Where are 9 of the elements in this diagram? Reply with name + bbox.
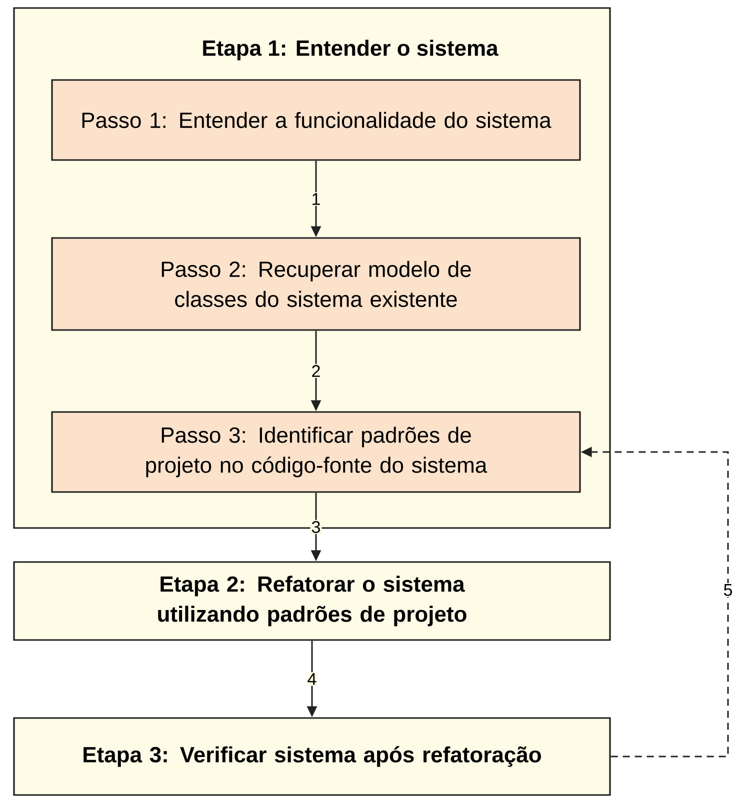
step-box: Passo 2: Recuperar modelo de classes do sistema existente: [51, 237, 581, 331]
stage-box: Etapa 2: Refatorar o sistema utilizando padrões de projeto: [13, 561, 611, 641]
edge-label: 5: [722, 583, 734, 597]
step-box: Passo 1: Entender a funcionalidade do sistema: [51, 79, 581, 161]
edge-label: 4: [306, 672, 318, 686]
edge-label: 2: [310, 364, 322, 378]
stage-box: Etapa 3: Verificar sistema após refatoração: [13, 717, 611, 796]
edge-label: 1: [310, 192, 322, 206]
step-box: Passo 3: Identificar padrões de projeto no código-fonte do sistema: [51, 411, 581, 493]
